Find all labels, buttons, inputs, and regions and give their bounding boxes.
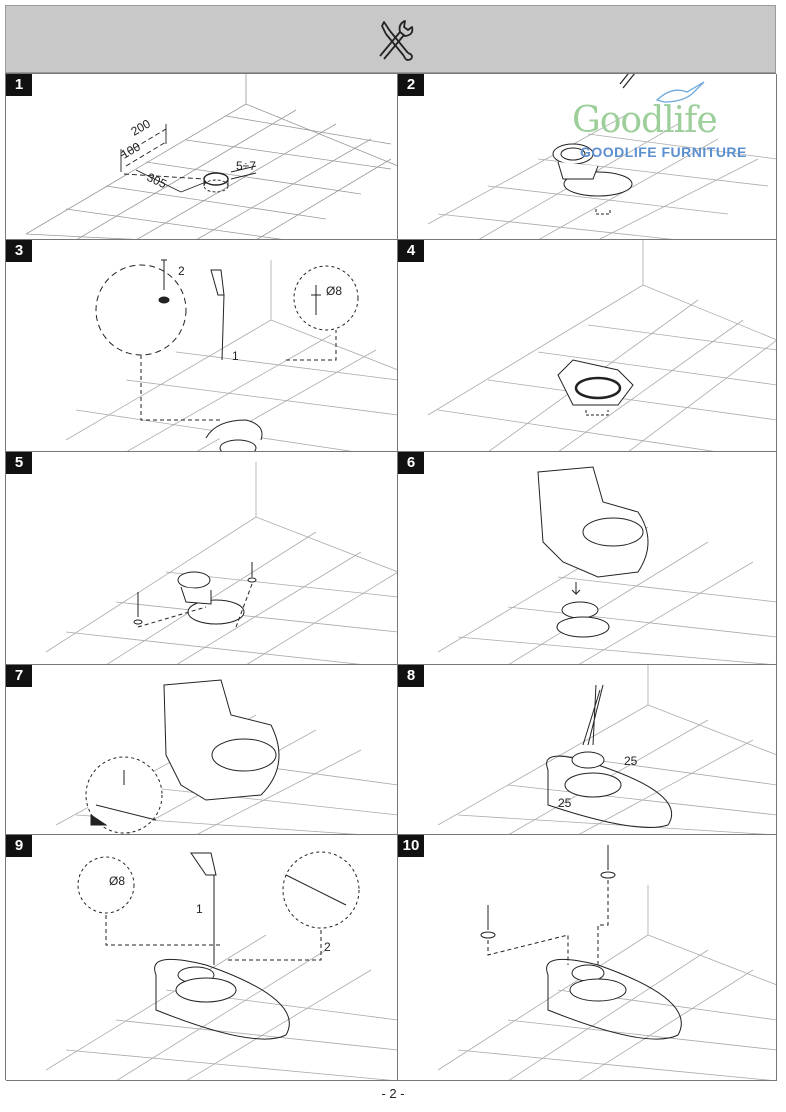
step-1-illustration: 200 100 305 5÷7: [25, 74, 397, 239]
step-2-panel: 2: [398, 74, 777, 240]
step-7-illustration: [55, 679, 397, 834]
step-5-panel: 5: [6, 452, 398, 665]
page-number: - 2 -: [381, 1086, 405, 1101]
dim-100: 100: [119, 139, 144, 161]
step-number: 3: [6, 240, 32, 262]
callout-1: 1: [232, 349, 239, 363]
dim-305: 305: [145, 170, 169, 191]
watermark: Goodlife GOODLIFE FURNITURE: [572, 78, 762, 168]
step-number: 10: [398, 835, 424, 857]
step-3-panel: 3 2 1 Ø8: [6, 240, 398, 452]
step-number: 7: [6, 665, 32, 687]
step-number: 8: [398, 665, 424, 687]
dim-25-left: 25: [558, 796, 572, 810]
step-9-panel: 9 Ø8 1 2: [6, 835, 398, 1081]
header-bar: [5, 5, 776, 73]
callout-2: 2: [178, 264, 185, 278]
step-number: 4: [398, 240, 424, 262]
dia-8: Ø8: [109, 874, 125, 888]
step-4-panel: 4: [398, 240, 777, 452]
step-7-panel: 7: [6, 665, 398, 835]
step-10-panel: 10: [398, 835, 777, 1081]
dia-8: Ø8: [326, 284, 342, 298]
step-number: 1: [6, 74, 32, 96]
step-number: 2: [398, 74, 424, 96]
step-8-panel: 8 25 25: [398, 665, 777, 835]
watermark-logo: Goodlife: [572, 100, 718, 141]
step-2-illustration: [427, 74, 776, 239]
callout-2: 2: [324, 940, 331, 954]
dim-5-7: 5÷7: [236, 159, 256, 173]
callout-1: 1: [196, 902, 203, 916]
step-10-illustration: [437, 845, 776, 1080]
step-6-illustration: [437, 466, 776, 664]
hummingbird-icon: [655, 81, 705, 103]
dim-200: 200: [129, 116, 154, 138]
steps-grid: 1 200 100 305 5÷7 2: [5, 73, 777, 1081]
dim-25-right: 25: [624, 754, 638, 768]
step-8-illustration: 25 25: [437, 665, 776, 834]
step-number: 6: [398, 452, 424, 474]
step-6-panel: 6: [398, 452, 777, 665]
step-9-illustration: Ø8 1 2: [45, 851, 397, 1080]
tools-icon: [379, 20, 414, 61]
watermark-subtitle: GOODLIFE FURNITURE: [580, 144, 747, 160]
step-number: 9: [6, 835, 32, 857]
step-number: 5: [6, 452, 32, 474]
step-4-illustration: [427, 240, 776, 451]
step-1-panel: 1 200 100 305 5÷7: [6, 74, 398, 240]
step-5-illustration: [45, 462, 397, 664]
step-3-illustration: 2 1 Ø8: [65, 259, 397, 451]
